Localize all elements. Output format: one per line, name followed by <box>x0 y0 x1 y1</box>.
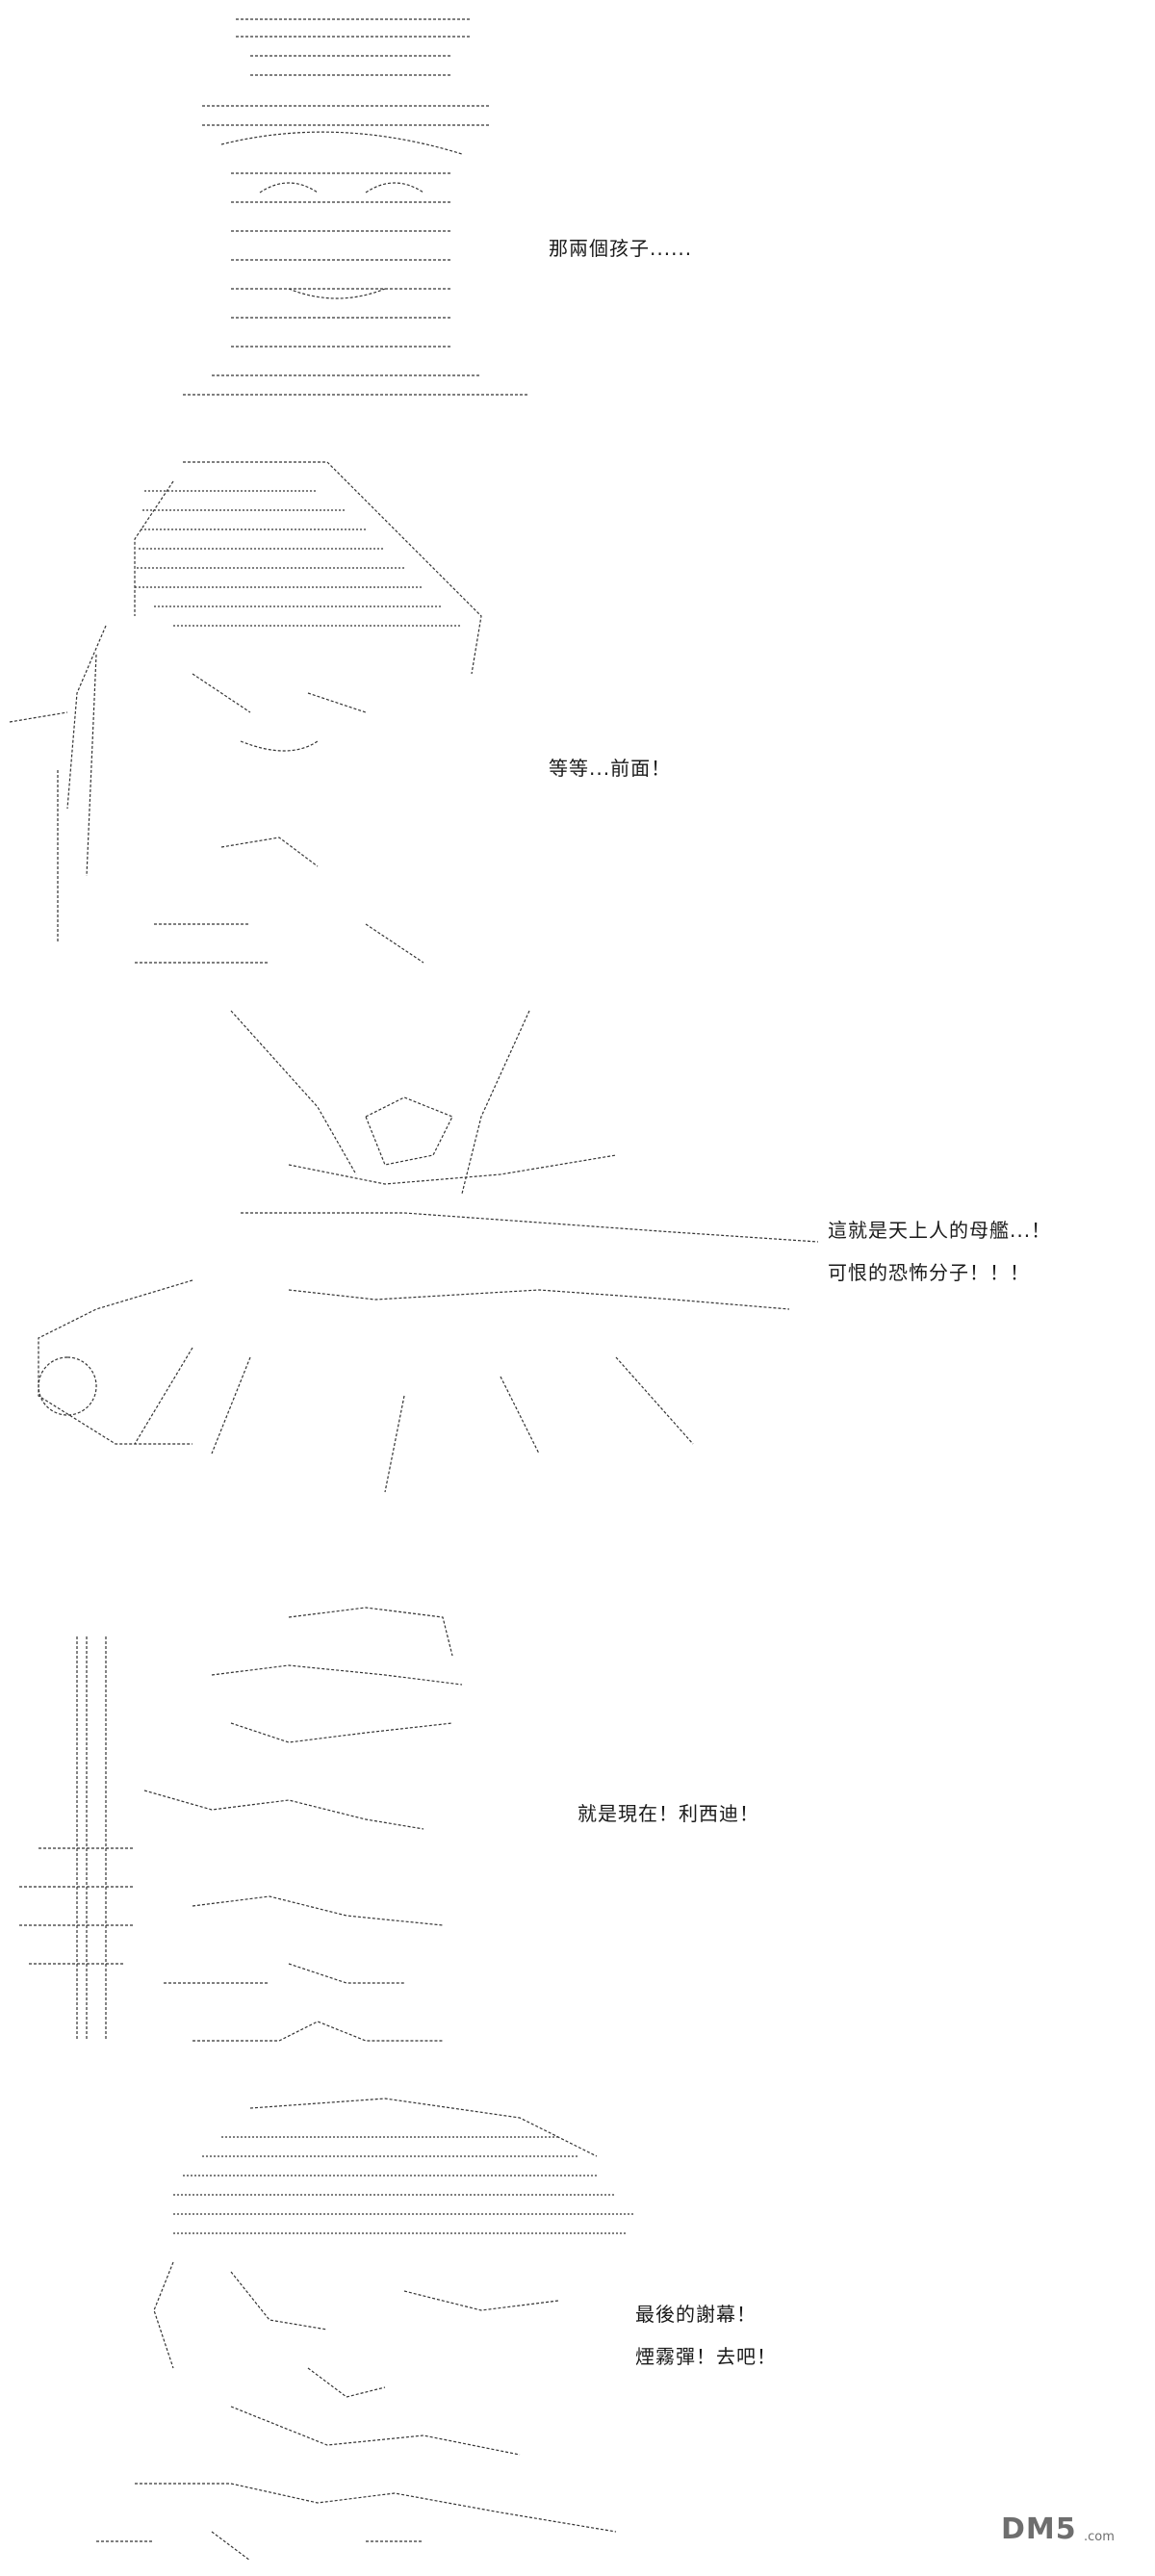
panel-4: 就是現在！利西迪！ <box>0 1559 1155 2079</box>
caption-4: 就是現在！利西迪！ <box>578 1792 759 1835</box>
ascii-art-mothership <box>38 1010 819 1493</box>
dm5-watermark-logo: DM5 .com <box>1001 2512 1136 2555</box>
caption-3-line-1: 這就是天上人的母艦...！ <box>828 1219 1052 1242</box>
ascii-art-character-2 <box>9 461 482 964</box>
panel-3: 這就是天上人的母艦...！ 可恨的恐怖分子！！！ <box>0 992 1155 1559</box>
panel-1: 那兩個孩子...... <box>0 0 1155 424</box>
watermark-brand: DM5 <box>1001 2512 1077 2546</box>
caption-5-line-2: 煙霧彈！去吧！ <box>635 2345 777 2368</box>
caption-1-line-1: 那兩個孩子...... <box>549 237 693 260</box>
ascii-art-character-5 <box>96 2098 635 2561</box>
caption-3-line-2: 可恨的恐怖分子！！！ <box>828 1261 1030 1284</box>
caption-5: 最後的謝幕！ 煙霧彈！去吧！ <box>635 2293 777 2378</box>
ascii-art-character-4 <box>19 1607 463 2042</box>
caption-5-line-1: 最後的謝幕！ <box>635 2303 757 2326</box>
ascii-art-character-1 <box>183 18 529 396</box>
caption-2-line-1: 等等...前面！ <box>549 757 672 780</box>
caption-4-line-1: 就是現在！利西迪！ <box>578 1802 759 1825</box>
caption-1: 那兩個孩子...... <box>549 227 692 270</box>
panel-5: 最後的謝幕！ 煙霧彈！去吧！ <box>0 2079 1155 2576</box>
watermark-suffix: .com <box>1084 2530 1115 2544</box>
panel-2: 等等...前面！ <box>0 424 1155 992</box>
caption-2: 等等...前面！ <box>549 747 671 789</box>
caption-3: 這就是天上人的母艦...！ 可恨的恐怖分子！！！ <box>828 1209 1051 1294</box>
